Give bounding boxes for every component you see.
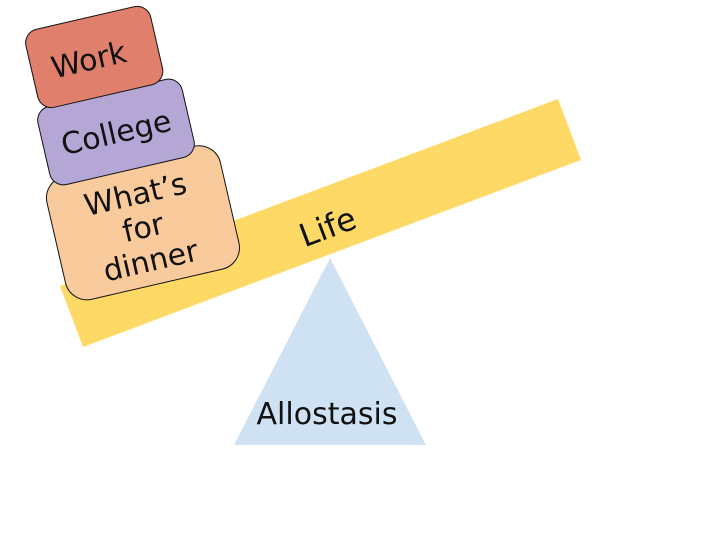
work-block-box xyxy=(25,5,164,109)
fulcrum-triangle xyxy=(234,258,426,445)
life-beam xyxy=(60,99,581,347)
college-block: College xyxy=(37,78,195,186)
work-block: Work xyxy=(25,5,164,109)
dinner-block: What’s for dinner xyxy=(45,145,240,301)
fulcrum-label: Allostasis xyxy=(257,397,398,432)
